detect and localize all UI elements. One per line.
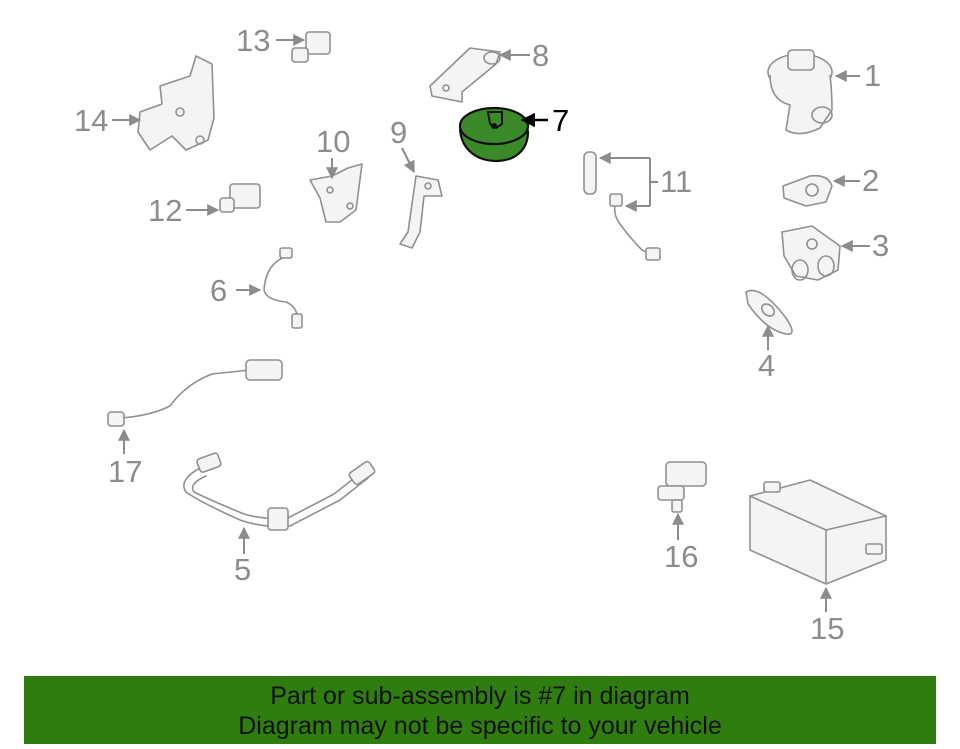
callout-3: 3: [872, 228, 889, 263]
callout-16: 16: [664, 539, 698, 574]
callout-4: 4: [758, 348, 775, 383]
callout-11: 11: [660, 164, 692, 199]
callout-12: 12: [148, 193, 182, 228]
callout-7: 7: [552, 103, 569, 138]
part-11-hose[interactable]: [583, 151, 661, 261]
callout-13: 13: [236, 23, 270, 58]
callout-1: 1: [864, 58, 881, 93]
part-16-solenoid[interactable]: [657, 461, 707, 513]
part-4-gasket[interactable]: [745, 289, 793, 335]
callout-8: 8: [532, 38, 549, 73]
part-12-valve[interactable]: [219, 183, 261, 213]
info-banner: Part or sub-assembly is #7 in diagram Di…: [24, 676, 936, 744]
callout-17: 17: [108, 454, 142, 489]
part-6-sensor[interactable]: [263, 247, 303, 329]
part-1-egr-valve[interactable]: [767, 49, 833, 135]
callout-10: 10: [316, 124, 350, 159]
part-5-pipe[interactable]: [183, 452, 376, 531]
callout-15: 15: [810, 611, 844, 646]
banner-line-1: Part or sub-assembly is #7 in diagram: [270, 682, 690, 710]
callout-6: 6: [210, 273, 227, 308]
part-2-gasket[interactable]: [782, 174, 833, 207]
callout-9: 9: [390, 115, 407, 150]
callout-5: 5: [234, 552, 251, 587]
part-7-highlighted[interactable]: [458, 106, 530, 163]
callout-2: 2: [862, 163, 879, 198]
part-13-solenoid[interactable]: [291, 31, 331, 63]
part-10-bracket[interactable]: [309, 163, 363, 223]
part-9-bracket[interactable]: [399, 175, 443, 249]
part-14-bracket[interactable]: [137, 55, 215, 151]
part-3-adapter[interactable]: [781, 225, 841, 281]
part-15-canister[interactable]: [749, 479, 887, 585]
part-8-bracket[interactable]: [429, 47, 501, 103]
part-17-sensor[interactable]: [107, 359, 283, 427]
callout-14: 14: [74, 103, 108, 138]
banner-line-2: Diagram may not be specific to your vehi…: [238, 712, 722, 740]
